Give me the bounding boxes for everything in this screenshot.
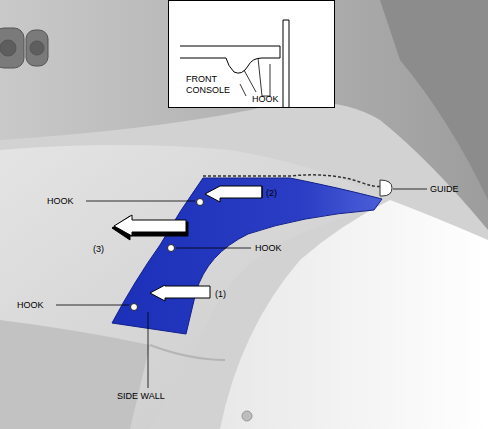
part-name: HOOK [252, 94, 279, 105]
guide-symbol [380, 180, 392, 196]
pillar [380, 0, 488, 200]
hidden-outline [203, 175, 384, 187]
part-name: HOOK [255, 243, 282, 254]
detail-inset [169, 1, 335, 108]
part-name: SIDE WALL [117, 391, 165, 402]
fastener [242, 411, 252, 421]
direction-arrow [112, 186, 262, 301]
leader-line [56, 189, 427, 388]
front-console [220, 200, 488, 429]
air-vent [0, 28, 48, 68]
part-name: FRONT CONSOLE [186, 74, 236, 96]
part-name: GUIDE [430, 184, 459, 195]
callout-number: (3) [93, 244, 104, 255]
floor [0, 320, 150, 429]
part-name: HOOK [47, 196, 74, 207]
edge-line [150, 345, 225, 360]
callout-number: (2) [266, 188, 277, 199]
callout-number: (1) [215, 289, 226, 300]
part-name: HOOK [17, 300, 44, 311]
